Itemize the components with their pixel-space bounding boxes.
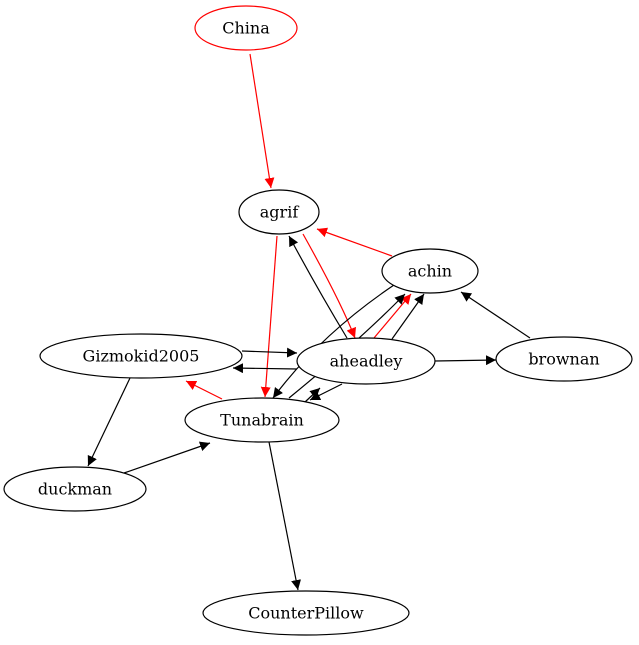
node-counterpillow[interactable]: CounterPillow (202, 590, 410, 636)
edge-tunabrain-to-counterpillow (268, 441, 301, 591)
edge-tunabrain-to-aheadley (304, 387, 321, 403)
node-achin[interactable]: achin (381, 248, 479, 294)
node-ellipse (381, 248, 479, 294)
node-agrif[interactable]: agrif (238, 189, 320, 235)
edge-agrif-to-aheadley (302, 233, 356, 339)
edge-achin-to-agrif (316, 227, 393, 257)
node-label: aheadley (330, 352, 403, 371)
node-label: duckman (38, 480, 112, 499)
node-label: brownan (528, 350, 599, 369)
node-gizmokid2005[interactable]: Gizmokid2005 (39, 333, 243, 379)
node-tunabrain[interactable]: Tunabrain (184, 397, 340, 443)
edge-gizmokid2005-to-duckman (87, 377, 131, 467)
edge-aheadley-to-achin (391, 293, 425, 340)
node-brownan[interactable]: brownan (495, 336, 633, 382)
node-ellipse (202, 590, 410, 636)
edge-duckman-to-tunabrain (123, 441, 211, 474)
node-ellipse (194, 5, 298, 51)
edge-aheadley-to-gizmokid2005 (232, 363, 298, 374)
node-label: CounterPillow (248, 604, 364, 623)
edge-aheadley-to-agrif (288, 235, 348, 339)
node-label: Tunabrain (220, 411, 304, 430)
node-ellipse (495, 336, 633, 382)
edge-china-to-agrif (249, 53, 275, 189)
node-label: China (222, 19, 270, 38)
node-ellipse (184, 397, 340, 443)
node-ellipse (3, 466, 147, 512)
edges-layer (87, 53, 531, 591)
edge-tunabrain-to-gizmokid2005 (185, 380, 223, 400)
edge-achin-to-tunabrain (272, 284, 395, 399)
edge-aheadley-to-brownan (434, 355, 497, 366)
edge-gizmokid2005-to-aheadley (241, 347, 298, 358)
edge-aheadley-to-achin (373, 293, 412, 339)
node-china[interactable]: China (194, 5, 298, 51)
node-duckman[interactable]: duckman (3, 466, 147, 512)
node-label: achin (408, 262, 452, 281)
node-label: agrif (260, 203, 300, 222)
edge-aheadley-to-tunabrain (309, 383, 343, 401)
edge-brownan-to-achin (460, 291, 531, 339)
node-aheadley[interactable]: aheadley (296, 337, 436, 385)
node-ellipse (296, 337, 436, 385)
node-ellipse (39, 333, 243, 379)
node-ellipse (238, 189, 320, 235)
edge-agrif-to-tunabrain (260, 235, 278, 398)
node-label: Gizmokid2005 (83, 347, 200, 366)
